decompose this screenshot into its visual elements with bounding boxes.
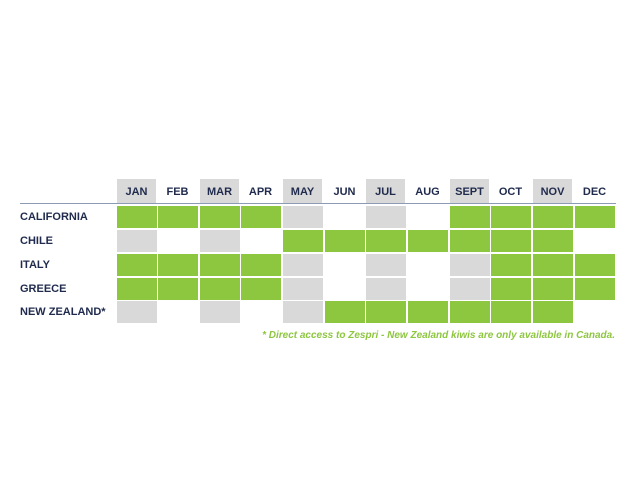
month-header-sept: SEPT [450, 179, 489, 203]
cell-new-zealand-nov [533, 301, 573, 323]
cell-greece-may [283, 278, 323, 300]
row-label-greece: GREECE [20, 283, 67, 295]
cell-california-may [283, 206, 323, 228]
row-label-italy: ITALY [20, 259, 50, 271]
cell-california-apr [241, 206, 281, 228]
cell-italy-may [283, 254, 323, 276]
cell-california-sept [450, 206, 490, 228]
month-header-mar: MAR [200, 179, 239, 203]
cell-california-nov [533, 206, 573, 228]
month-header-aug: AUG [415, 186, 440, 198]
cell-new-zealand-jun [325, 301, 365, 323]
cell-california-oct [491, 206, 531, 228]
cell-italy-mar [200, 254, 240, 276]
row-label-california: CALIFORNIA [20, 211, 88, 223]
cell-new-zealand-oct [491, 301, 531, 323]
row-label-chile: CHILE [20, 235, 53, 247]
cell-chile-jan [117, 230, 157, 252]
cell-new-zealand-may [283, 301, 323, 323]
month-header-oct: OCT [498, 186, 523, 198]
cell-chile-nov [533, 230, 573, 252]
cell-italy-apr [241, 254, 281, 276]
cell-california-jan [117, 206, 157, 228]
month-header-apr: APR [248, 186, 273, 198]
cell-new-zealand-sept [450, 301, 490, 323]
cell-california-mar [200, 206, 240, 228]
cell-italy-dec [575, 254, 615, 276]
month-header-may: MAY [283, 179, 322, 203]
cell-new-zealand-mar [200, 301, 240, 323]
month-header-dec: DEC [582, 186, 607, 198]
cell-greece-oct [491, 278, 531, 300]
cell-greece-sept [450, 278, 490, 300]
month-header-feb: FEB [166, 186, 189, 198]
month-header-jul: JUL [366, 179, 405, 203]
cell-greece-nov [533, 278, 573, 300]
cell-greece-dec [575, 278, 615, 300]
cell-greece-mar [200, 278, 240, 300]
cell-california-feb [158, 206, 198, 228]
footnote: * Direct access to Zespri - New Zealand … [262, 330, 615, 341]
cell-italy-jul [366, 254, 406, 276]
cell-chile-sept [450, 230, 490, 252]
cell-greece-jul [366, 278, 406, 300]
header-divider [20, 203, 616, 204]
cell-chile-may [283, 230, 323, 252]
cell-chile-aug [408, 230, 448, 252]
cell-greece-apr [241, 278, 281, 300]
cell-greece-feb [158, 278, 198, 300]
month-header-nov: NOV [533, 179, 572, 203]
cell-new-zealand-jan [117, 301, 157, 323]
row-label-new-zealand: NEW ZEALAND* [20, 306, 106, 318]
cell-chile-mar [200, 230, 240, 252]
cell-italy-feb [158, 254, 198, 276]
cell-italy-nov [533, 254, 573, 276]
cell-california-dec [575, 206, 615, 228]
cell-italy-jan [117, 254, 157, 276]
cell-chile-jul [366, 230, 406, 252]
cell-new-zealand-jul [366, 301, 406, 323]
cell-greece-jan [117, 278, 157, 300]
month-header-jan: JAN [117, 179, 156, 203]
cell-chile-jun [325, 230, 365, 252]
cell-new-zealand-aug [408, 301, 448, 323]
cell-california-jul [366, 206, 406, 228]
cell-italy-sept [450, 254, 490, 276]
cell-italy-oct [491, 254, 531, 276]
cell-chile-oct [491, 230, 531, 252]
month-header-jun: JUN [333, 186, 356, 198]
